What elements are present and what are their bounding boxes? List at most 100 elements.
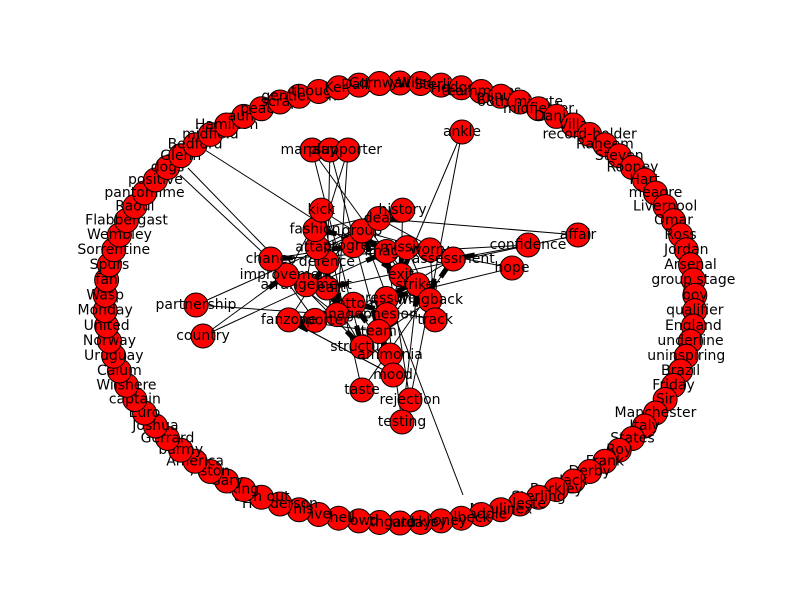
edge xyxy=(361,258,454,391)
node-label: boy xyxy=(682,287,708,303)
graph-node xyxy=(258,246,284,272)
edge-arrowhead xyxy=(363,241,373,253)
node-label: fashion xyxy=(289,222,340,238)
graph-node xyxy=(276,307,302,333)
node-label: worry xyxy=(410,242,450,258)
edge xyxy=(361,230,464,496)
node-label: underline xyxy=(657,333,723,349)
node-label: Cornwall xyxy=(349,76,410,92)
graph-node xyxy=(349,334,375,360)
node-label: cohesion xyxy=(356,307,418,323)
node-label: Monday xyxy=(78,303,133,319)
node-label: Uruguay xyxy=(84,348,144,364)
node-label: qualifier xyxy=(666,303,724,319)
graph-node xyxy=(308,197,334,223)
graph-node xyxy=(366,319,392,345)
edge-arrowhead xyxy=(395,285,407,295)
node-label: deal xyxy=(364,210,394,226)
graph-node xyxy=(349,377,375,403)
edge-arrowhead xyxy=(381,261,393,271)
node-label: Wasp xyxy=(86,287,124,303)
edge-arrowhead xyxy=(326,229,338,237)
node-label: pantomime xyxy=(104,185,184,201)
node-label: uninspiring xyxy=(647,348,725,364)
graph-node xyxy=(366,205,392,231)
edge-arrowhead xyxy=(464,252,476,260)
edge xyxy=(378,217,579,236)
node-label: track xyxy=(417,312,454,328)
graph-node xyxy=(274,262,300,288)
node-label: improvement xyxy=(240,267,334,283)
node-label: Jordan xyxy=(663,242,709,258)
edge-arrowhead xyxy=(354,325,362,336)
node-label: country xyxy=(176,328,230,344)
node-label: wingback xyxy=(397,292,464,308)
node-label: Norway xyxy=(83,333,136,349)
graph-node xyxy=(417,237,443,263)
graph-node xyxy=(499,255,525,281)
node-label: history xyxy=(379,202,427,218)
node-label: structure xyxy=(330,339,394,355)
edge-arrowhead xyxy=(358,312,369,324)
node-label: rejection xyxy=(379,392,440,408)
node-label: Sorrentine xyxy=(77,242,150,258)
edge-arrowhead xyxy=(267,280,279,290)
edge xyxy=(201,147,402,276)
node-label: kick xyxy=(307,202,336,218)
node-label: chance xyxy=(246,251,296,267)
edge-arrowhead xyxy=(397,290,409,299)
graph-node xyxy=(380,362,406,388)
node-label: live xyxy=(306,506,331,522)
node-label: partnership xyxy=(156,297,237,313)
node-label: defence xyxy=(299,254,355,270)
node-label: Wilshere xyxy=(96,377,156,393)
node-label: taste xyxy=(344,382,379,398)
graph-node xyxy=(349,218,375,244)
edge-arrowhead xyxy=(344,329,356,341)
node-label: United xyxy=(84,318,130,334)
graph-node xyxy=(389,409,415,435)
graph-node xyxy=(335,137,361,163)
graph-node xyxy=(183,292,209,318)
edge-arrowhead xyxy=(331,245,342,252)
node-label: pressure xyxy=(356,290,416,306)
node-label: Liverpool xyxy=(633,199,697,215)
edge-arrowhead xyxy=(338,281,349,288)
node-label: attack xyxy=(295,240,340,256)
node-label: Manchester xyxy=(615,405,697,421)
edge-arrowhead xyxy=(364,304,376,311)
node-label: ankle xyxy=(443,124,481,140)
graph-node xyxy=(449,119,475,145)
node-label: hope xyxy=(495,260,530,276)
node-label: confidence xyxy=(490,237,567,253)
node-label: affair xyxy=(560,227,597,243)
node-label: Arsenal xyxy=(664,257,717,273)
graph-node xyxy=(565,222,591,248)
node-label: testing xyxy=(378,414,427,430)
edge-arrowhead xyxy=(438,267,449,279)
edge-arrowhead xyxy=(282,255,293,261)
edge xyxy=(429,131,463,301)
graph-node xyxy=(366,71,392,97)
node-label: Kerr xyxy=(324,80,353,96)
node-label: group stage xyxy=(651,272,735,288)
graph-node xyxy=(190,323,216,349)
graph-node xyxy=(390,197,416,223)
graph-node xyxy=(440,246,466,272)
node-label: England xyxy=(665,318,722,334)
node-layer: anywayWilsonSterlingHodgsonteammatesminu… xyxy=(77,70,735,536)
node-label: mood xyxy=(373,367,413,383)
node-label: assessment xyxy=(412,251,495,267)
node-label: Flabbergast xyxy=(85,213,168,229)
node-label: fanzone xyxy=(261,312,317,328)
edge-arrowhead xyxy=(412,296,419,307)
graph-node xyxy=(302,307,328,333)
node-label: progress xyxy=(323,238,383,254)
graph-node xyxy=(422,307,448,333)
node-label: ammonia xyxy=(357,347,423,363)
node-label: Wembley xyxy=(87,227,152,243)
graph-node xyxy=(397,387,423,413)
node-label: team xyxy=(361,324,397,340)
